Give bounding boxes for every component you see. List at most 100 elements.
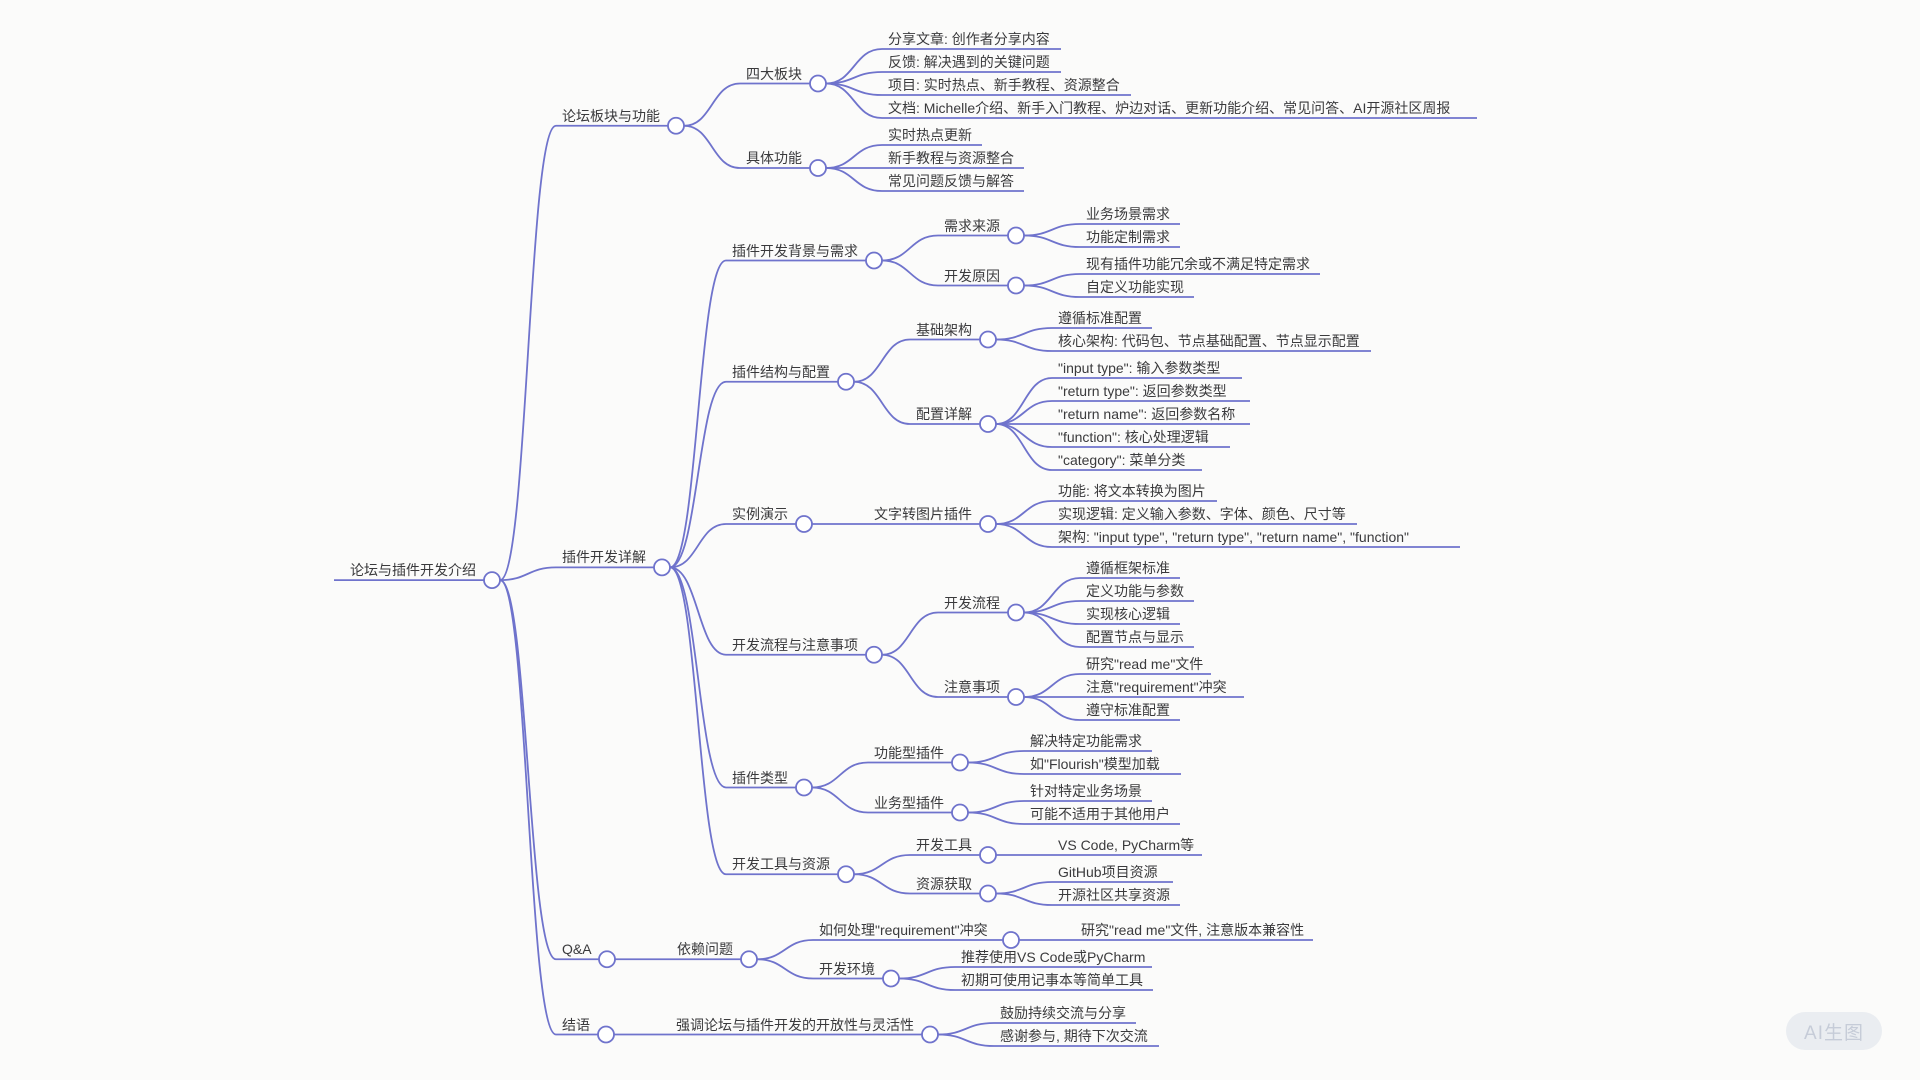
connector-edge — [756, 958, 814, 980]
connector-edge — [853, 873, 911, 895]
mindmap-leaf-label: 定义功能与参数 — [1086, 583, 1184, 599]
connector-edge — [669, 566, 727, 656]
connector-edge — [853, 380, 911, 425]
node-junction-circle — [865, 251, 883, 270]
mindmap-branch-label: 如何处理"requirement"冲突 — [819, 922, 988, 938]
connector-edge — [669, 380, 727, 569]
node-junction-circle — [483, 571, 501, 590]
connector-edge — [995, 892, 1053, 906]
mindmap-leaf-label: 遵循框架标准 — [1086, 560, 1170, 576]
connector-edge — [669, 566, 727, 789]
node-junction-circle — [795, 778, 813, 797]
connector-edge — [898, 977, 956, 991]
mindmap-branch-label: 开发环境 — [819, 960, 875, 977]
mindmap-leaf-label: 功能定制需求 — [1086, 229, 1170, 245]
node-junction-circle — [951, 753, 969, 772]
node-junction-circle — [837, 372, 855, 391]
connector-edge — [499, 579, 557, 961]
connector-edge — [811, 786, 869, 814]
mindmap-leaf-label: 业务场景需求 — [1086, 206, 1170, 222]
mindmap-leaf-label: "return type": 返回参数类型 — [1058, 383, 1227, 399]
node-junction-circle — [1007, 603, 1025, 622]
connector-edge — [995, 523, 1053, 548]
mindmap-leaf-label: 新手教程与资源整合 — [888, 150, 1014, 166]
mindmap-leaf-label: "return name": 返回参数名称 — [1058, 406, 1236, 422]
mindmap-leaf-label: 针对特定业务场景 — [1030, 783, 1142, 799]
node-junction-circle — [979, 330, 997, 349]
mindmap-root-label: 论坛与插件开发介绍 — [350, 562, 476, 579]
node-junction-circle — [921, 1025, 939, 1044]
mindmap-leaf-label: 可能不适用于其他用户 — [1030, 806, 1170, 822]
connector-edge — [881, 259, 939, 287]
mindmap-leaf-label: 开源社区共享资源 — [1058, 887, 1170, 903]
node-junction-circle — [837, 865, 855, 884]
mindmap-branch-label: 开发工具与资源 — [732, 856, 830, 873]
connector-edge — [825, 144, 883, 169]
connector-edge — [995, 423, 1053, 448]
mindmap-leaf-label: 初期可使用记事本等简单工具 — [961, 972, 1143, 988]
mindmap-leaf-label: 遵守标准配置 — [1086, 702, 1170, 718]
connector-edge — [853, 338, 911, 383]
mindmap-leaf-label: 如"Flourish"模型加载 — [1030, 756, 1160, 772]
mindmap-leaf-label: 推荐使用VS Code或PyCharm — [961, 949, 1146, 965]
node-junction-circle — [795, 515, 813, 533]
mindmap-leaf-label: "input type": 输入参数类型 — [1058, 360, 1221, 376]
mindmap-branch-label: 结语 — [562, 1016, 590, 1033]
connector-edge — [825, 82, 883, 119]
node-junction-circle — [598, 950, 616, 969]
node-junction-circle — [809, 159, 827, 177]
mindmap-leaf-label: 项目: 实时热点、新手教程、资源整合 — [888, 77, 1120, 93]
connector-edge — [995, 400, 1053, 425]
ai-watermark-text: AI生图 — [1804, 1022, 1864, 1044]
mindmap-branch-label: 强调论坛与插件开发的开放性与灵活性 — [676, 1016, 914, 1033]
connector-edge — [995, 500, 1053, 525]
connector-edge — [881, 653, 939, 698]
mindmap-branch-label: 插件类型 — [732, 769, 788, 786]
mindmap-leaf-label: 遵循标准配置 — [1058, 310, 1142, 326]
node-junction-circle — [979, 415, 997, 433]
node-junction-circle — [979, 515, 997, 533]
connector-edge — [967, 750, 1025, 764]
connector-edge — [995, 881, 1053, 895]
connector-edge — [881, 611, 939, 656]
mindmap-branch-label: 插件开发详解 — [562, 549, 646, 566]
mindmap-leaf-label: 常见问题反馈与解答 — [888, 173, 1014, 189]
connector-edge — [995, 338, 1053, 352]
mindmap-branch-label: 开发流程与注意事项 — [732, 636, 858, 653]
connector-edge — [853, 854, 911, 876]
connector-edge — [499, 124, 557, 582]
connector-edge — [881, 234, 939, 262]
mindmap-leaf-label: "function": 核心处理逻辑 — [1058, 429, 1209, 445]
connector-edge — [967, 800, 1025, 814]
mindmap-leaf-label: 架构: "input type", "return type", "return… — [1058, 529, 1410, 545]
node-junction-circle — [1002, 931, 1020, 949]
connector-edge — [1023, 273, 1081, 287]
mindmap-branch-label: 资源获取 — [916, 875, 972, 892]
mindmap-leaf-label: GitHub项目资源 — [1058, 864, 1158, 880]
connector-edge — [1023, 223, 1081, 237]
mindmap-branch-label: 业务型插件 — [874, 794, 944, 811]
ai-watermark-badge: AI生图 — [1786, 1012, 1882, 1050]
node-junction-circle — [740, 950, 758, 969]
mindmap-leaf-label: 研究"read me"文件 — [1086, 656, 1204, 672]
node-junction-circle — [667, 116, 685, 135]
mindmap-leaf-label: 感谢参与, 期待下次交流 — [1000, 1028, 1148, 1044]
mindmap-branch-label: 论坛板块与功能 — [562, 107, 660, 124]
connector-edge — [967, 811, 1025, 825]
mindmap-branch-label: 配置详解 — [916, 406, 972, 422]
connector-edge — [811, 761, 869, 789]
mindmap-leaf-label: 分享文章: 创作者分享内容 — [888, 31, 1050, 47]
mindmap-leaf-label: 鼓励持续交流与分享 — [1000, 1005, 1126, 1021]
mindmap-leaf-label: 文档: Michelle介绍、新手入门教程、炉边对话、更新功能介绍、常见问答、A… — [888, 100, 1451, 116]
node-junction-circle — [1007, 226, 1025, 245]
mindmap-leaf-label: 核心架构: 代码包、节点基础配置、节点显示配置 — [1058, 333, 1360, 349]
node-junction-circle — [653, 558, 671, 577]
connector-edge — [898, 966, 956, 980]
mindmap-leaf-label: 现有插件功能冗余或不满足特定需求 — [1086, 256, 1310, 272]
node-junction-circle — [979, 846, 997, 864]
mindmap-branch-label: 四大板块 — [746, 65, 802, 82]
connector-edge — [669, 259, 727, 569]
mindmap-branch-label: 开发工具 — [916, 837, 972, 853]
mindmap-leaf-label: 实现逻辑: 定义输入参数、字体、颜色、尺寸等 — [1058, 506, 1346, 522]
mindmap-branch-label: 具体功能 — [746, 150, 802, 166]
